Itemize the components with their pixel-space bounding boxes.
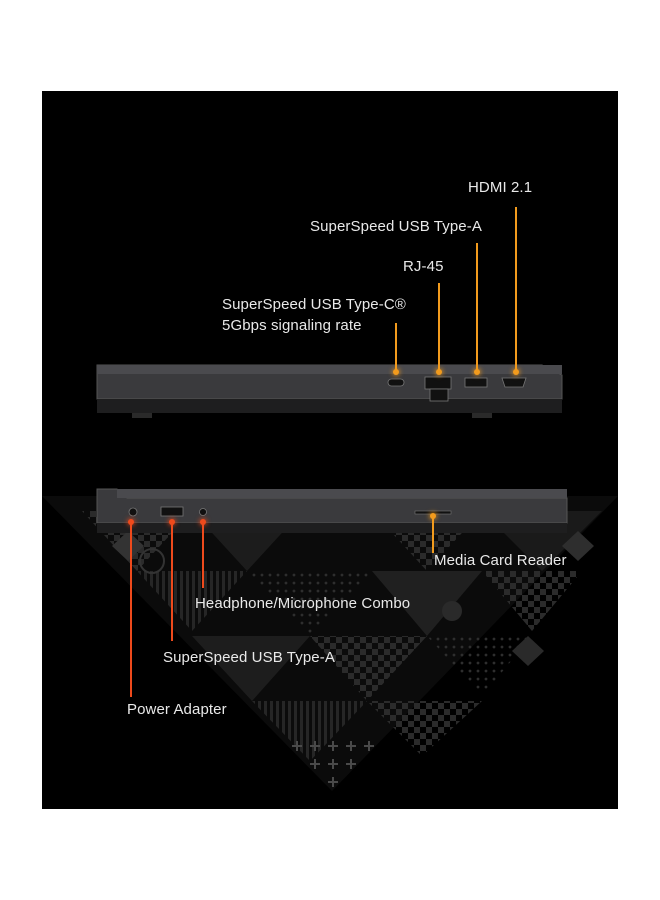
usb-c-label: SuperSpeed USB Type-C® xyxy=(222,296,406,313)
rear-usb-a-port-marker xyxy=(474,369,480,375)
audio-jack-leader-line xyxy=(202,522,204,588)
laptop-side-view xyxy=(96,488,568,533)
plus-grid-icon xyxy=(292,741,374,787)
hdmi-label: HDMI 2.1 xyxy=(468,179,533,196)
product-panel: HDMI 2.1 SuperSpeed USB Type-A RJ-45 Sup… xyxy=(42,91,618,809)
usb-c-signaling-label: 5Gbps signaling rate xyxy=(222,317,362,334)
power-adapter-leader-line xyxy=(130,522,132,697)
laptop-rear-view xyxy=(96,364,563,418)
laptop-illustrations xyxy=(96,364,568,533)
usb-c-port-marker xyxy=(393,369,399,375)
rj45-label: RJ-45 xyxy=(403,258,444,275)
rj45-port-marker xyxy=(436,369,442,375)
power-adapter-label: Power Adapter xyxy=(127,701,227,718)
rear-usb-a-leader-line xyxy=(476,243,478,372)
rear-usb-a-label: SuperSpeed USB Type-A xyxy=(310,218,482,235)
usb-c-leader-line xyxy=(395,323,397,372)
rj45-leader-line xyxy=(438,283,440,372)
side-usb-a-label: SuperSpeed USB Type-A xyxy=(163,649,335,666)
hdmi-leader-line xyxy=(515,207,517,372)
audio-jack-label: Headphone/Microphone Combo xyxy=(195,595,411,612)
side-usb-a-leader-line xyxy=(171,522,173,641)
geometric-pattern-background xyxy=(42,496,618,791)
card-reader-label: Media Card Reader xyxy=(434,552,567,569)
card-reader-leader-line xyxy=(432,516,434,553)
hdmi-port-marker xyxy=(513,369,519,375)
